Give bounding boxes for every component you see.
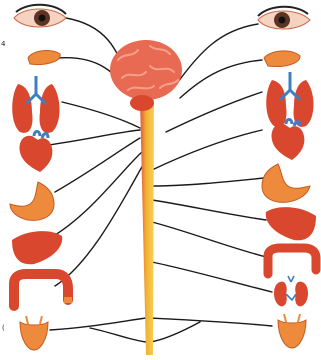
- left-liver: [12, 231, 62, 264]
- right-intestine: [268, 248, 316, 274]
- right-eye: [258, 7, 310, 29]
- margin-mark-top: 4: [1, 40, 6, 48]
- nerve-left-liver: [50, 152, 142, 238]
- left-salivary-gland: [28, 51, 60, 65]
- right-stomach: [262, 164, 310, 202]
- nerve-left-lungs: [62, 102, 140, 128]
- right-kidneys: [274, 276, 308, 306]
- brain: [110, 40, 182, 111]
- nerve-right-kidneys: [152, 262, 272, 292]
- left-eye: [14, 5, 66, 27]
- nerve-right-eye: [178, 24, 258, 82]
- spinal-cord-shape: [140, 98, 154, 355]
- margin-mark-bottom: (: [2, 324, 5, 332]
- nerve-left-bladder: [50, 318, 146, 330]
- nerve-right-heart: [152, 130, 262, 170]
- right-salivary-gland: [264, 51, 300, 67]
- nerve-left-stomach: [55, 138, 140, 192]
- right-liver: [266, 207, 316, 240]
- left-lungs: [12, 76, 59, 133]
- brain-stem: [130, 95, 154, 111]
- nerve-right-gland: [180, 60, 262, 98]
- nerve-right-liver: [152, 200, 266, 220]
- left-heart: [20, 132, 53, 173]
- nerve-right-stomach: [152, 178, 264, 186]
- right-bladder: [278, 314, 306, 348]
- left-intestine: [14, 274, 72, 306]
- left-bladder: [20, 316, 48, 350]
- nerve-left-bladder-branch: [90, 328, 146, 342]
- right-heart: [272, 120, 305, 161]
- spinal-cord: [140, 98, 154, 355]
- nerve-right-bladder-branch: [150, 322, 200, 342]
- left-stomach: [10, 182, 54, 220]
- nerve-right-intestine: [152, 222, 270, 258]
- nerve-right-bladder: [150, 318, 272, 326]
- nerve-left-heart: [48, 130, 140, 145]
